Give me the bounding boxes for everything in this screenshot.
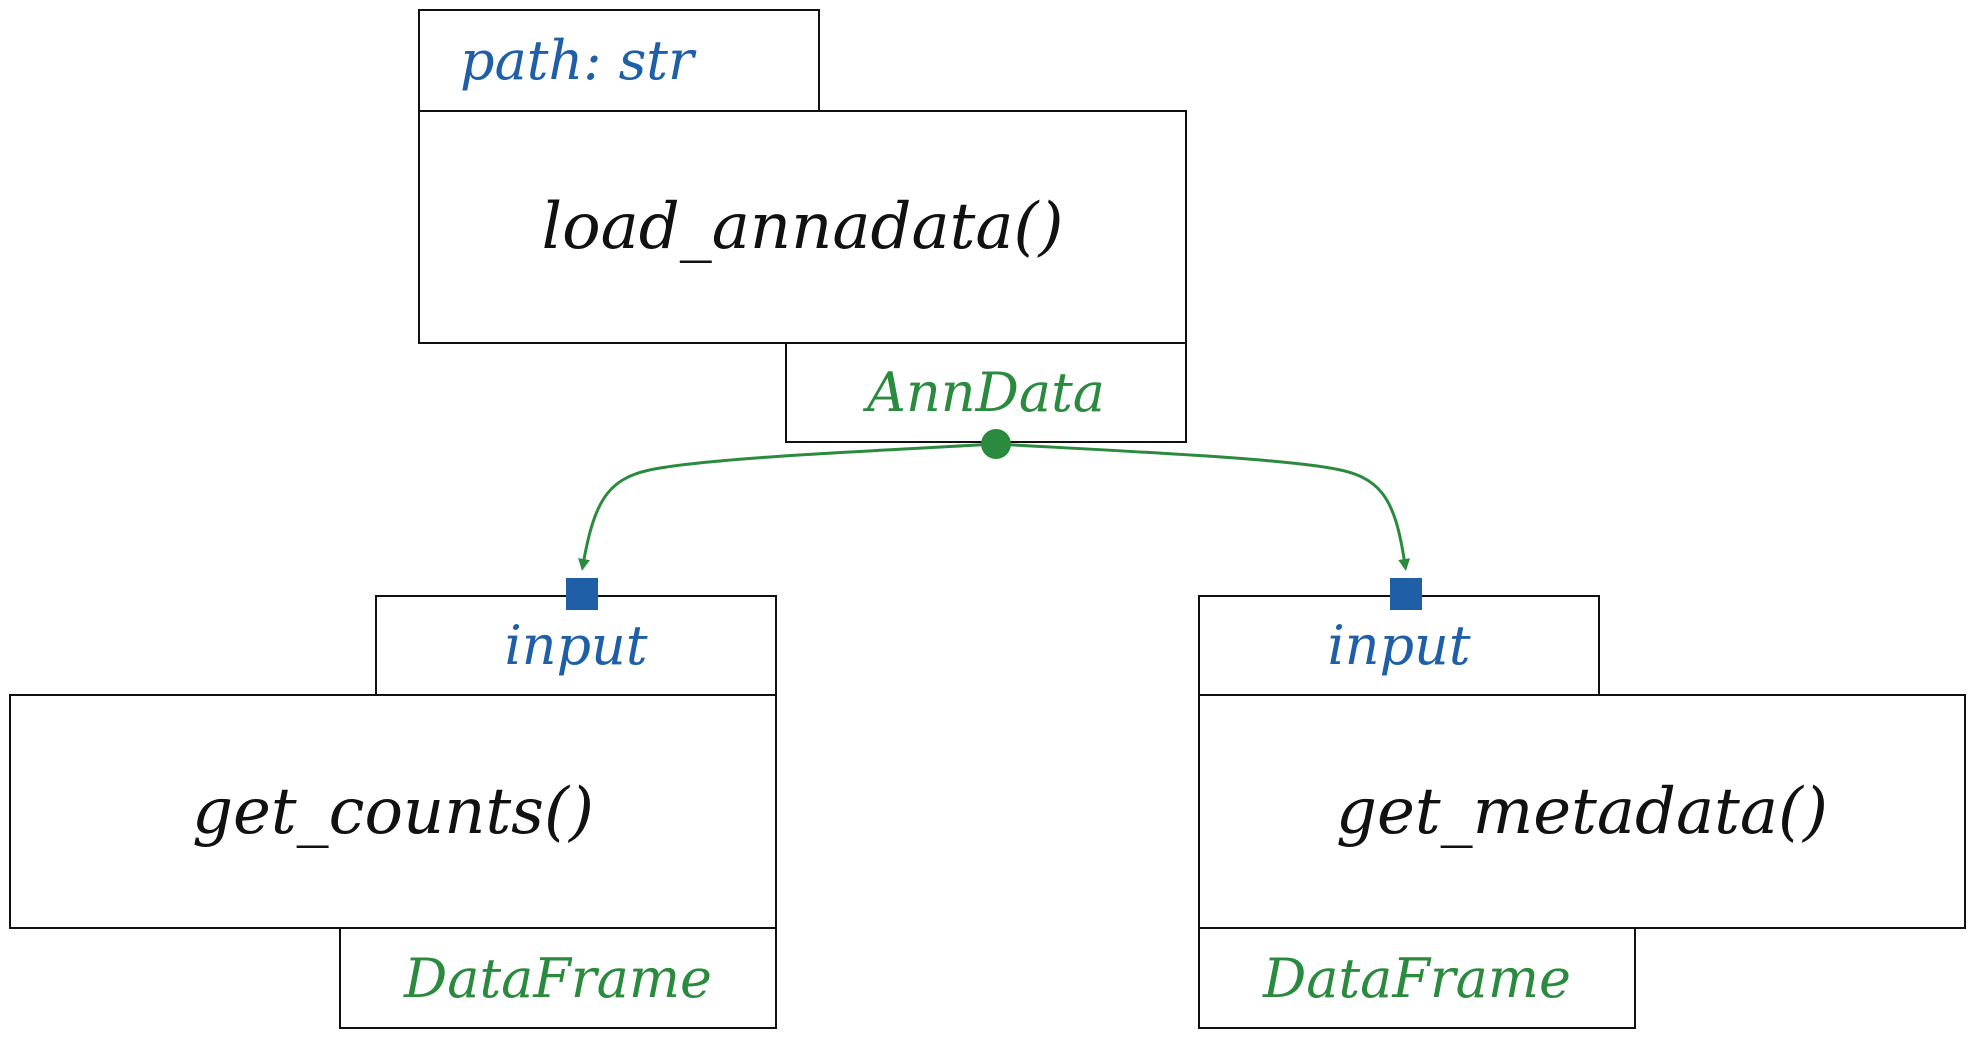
load-output-port-dot[interactable]: [981, 429, 1011, 459]
edge-load-to-metadata[interactable]: [995, 442, 1411, 571]
metadata-output-port-label: DataFrame: [1262, 946, 1572, 1010]
get-metadata-function-label: get_metadata(): [1336, 774, 1828, 849]
load-input-port-label: path: str: [460, 29, 694, 92]
counts-output-port-label: DataFrame: [403, 946, 713, 1010]
counts-output-port-box: DataFrame: [339, 927, 777, 1029]
get-counts-function-label: get_counts(): [192, 774, 594, 849]
metadata-input-port-square[interactable]: [1390, 578, 1422, 610]
metadata-output-port-box: DataFrame: [1198, 927, 1636, 1029]
get-counts-node[interactable]: get_counts(): [9, 694, 777, 929]
metadata-input-port-box: input: [1198, 595, 1600, 696]
load-output-port-label: AnnData: [867, 361, 1105, 424]
counts-input-port-label: input: [504, 614, 648, 677]
load-output-port-box: AnnData: [785, 342, 1187, 443]
counts-input-port-box: input: [375, 595, 777, 696]
load-annadata-function-label: load_annadata(): [541, 190, 1064, 264]
counts-input-port-square[interactable]: [566, 578, 598, 610]
metadata-input-port-label: input: [1327, 614, 1471, 677]
load-input-port-box: path: str: [418, 9, 820, 112]
edge-load-to-counts[interactable]: [578, 442, 997, 571]
get-metadata-node[interactable]: get_metadata(): [1198, 694, 1966, 929]
